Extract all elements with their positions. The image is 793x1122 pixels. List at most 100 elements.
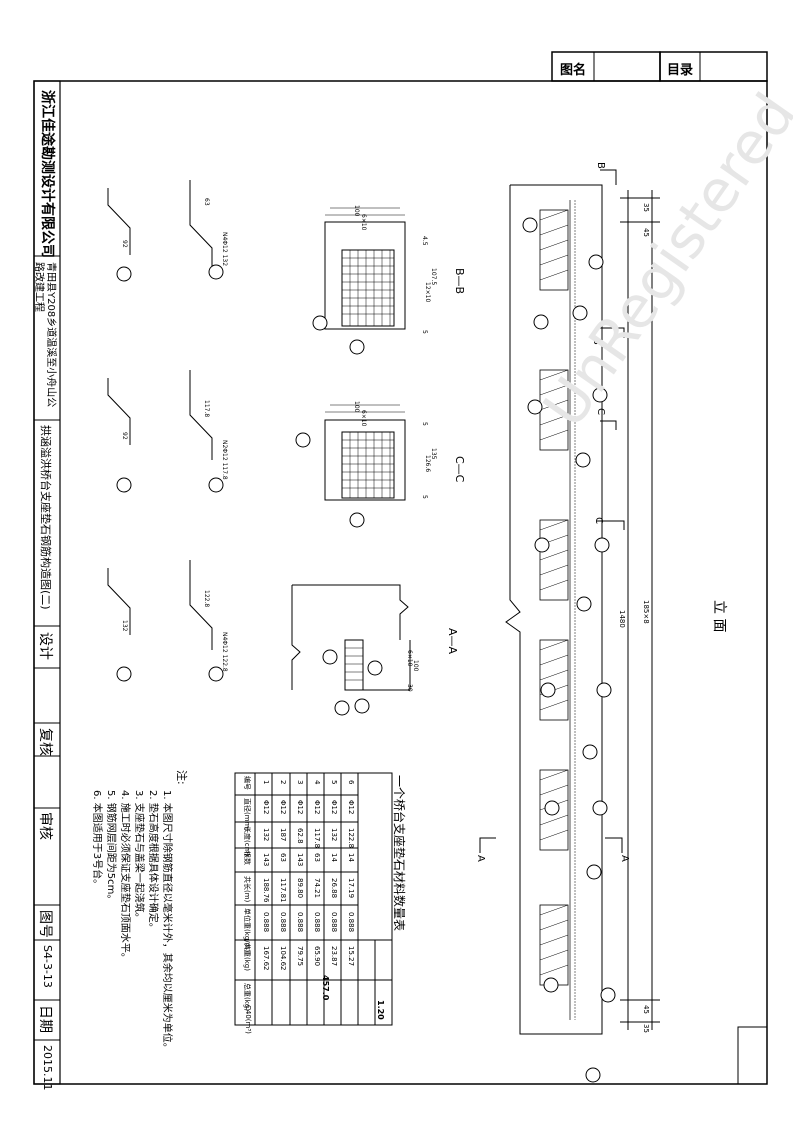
elevation-callouts (522, 217, 616, 1083)
section-aa-title: A—A (446, 628, 459, 655)
row4-dia: Φ12 (313, 800, 321, 815)
section-bb-dim-h4: 5 (421, 330, 428, 334)
table-total-weight: 457.0 (321, 975, 330, 1001)
row4-totlen: 74.21 (313, 878, 321, 899)
row4-no: 4 (313, 780, 321, 785)
cut-mark-c2: C (593, 517, 604, 524)
row4-wt: 65.90 (313, 946, 321, 967)
note-5: 5. 钢筋网层间距为5cm。 (105, 790, 116, 905)
row3-count: 143 (296, 853, 304, 867)
row6-unitwt: 0.888 (347, 912, 355, 933)
row3-wt: 79.75 (296, 946, 304, 967)
row1-wt: 167.62 (262, 946, 270, 971)
elevation-dim-bottom: 45 (642, 1005, 650, 1014)
row6-no: 6 (347, 780, 355, 785)
table-header-totlen: 共长(m) (243, 876, 251, 903)
section-bb-dim-h2: 12×10 (424, 282, 431, 303)
drawing-name-label: 图名 (560, 63, 587, 78)
section-aa-dim-h: 30 (406, 684, 413, 692)
table-header-no: 编号 (243, 776, 251, 790)
elevation-dim-bottom2: 35 (642, 1024, 650, 1033)
row4-len: 117.8 (313, 828, 321, 849)
section-cc-dim-h4: 5 (421, 495, 428, 499)
row3-no: 3 (296, 780, 304, 785)
row3-unitwt: 0.888 (296, 912, 304, 933)
drawing-no-label: 图号 (37, 910, 53, 938)
drawing-title: 拱涵溢洪桥台支座垫石钢筋构造图(二) (39, 425, 52, 610)
elevation-dim-spacing: 185×8 (642, 600, 650, 624)
row2-count: 63 (279, 853, 287, 862)
bar2-dim-a: 117.8 (203, 400, 210, 418)
bar5-dim-b: 132 (121, 620, 128, 632)
row5-totlen: 26.88 (330, 878, 338, 899)
note-2: 2. 垫石高度根据具体设计确定。 (147, 790, 158, 933)
note-4: 4. 施工时必须保证支座垫石顶面水平。 (119, 790, 130, 963)
bar-shape-callouts (116, 264, 224, 682)
section-cc-title: C—C (453, 456, 466, 483)
row2-len: 187 (279, 828, 287, 842)
catalog-label: 目录 (667, 63, 694, 78)
section-cc-dim-top: 100 (353, 401, 360, 413)
row2-totlen: 117.81 (279, 878, 287, 903)
section-cc-dim-h3: 5 (421, 422, 428, 426)
row5-len: 132 (330, 828, 338, 842)
cut-mark-a1: A (475, 855, 486, 862)
section-callouts (295, 315, 383, 716)
row6-len: 122.8 (347, 828, 355, 849)
section-cc-dim-mesh: 6×10 (360, 410, 367, 427)
row5-no: 5 (330, 780, 338, 785)
elevation-title: 立 面 (711, 600, 727, 633)
row4-unitwt: 0.888 (313, 912, 321, 933)
row1-no: 1 (262, 780, 270, 785)
date-label: 日期 (37, 1005, 53, 1033)
date-value: 2015.11 (41, 1045, 54, 1091)
drawing-no: S4-3-13 (41, 945, 54, 988)
row6-count: 14 (347, 853, 355, 862)
project-name: 青田县Y208乡道温溪至小舟山公路改建工程 (33, 262, 56, 408)
section-bb-dim-h1: 107.5 (430, 268, 437, 286)
elevation-dim-top: 35 (642, 203, 650, 212)
row2-wt: 104.62 (279, 946, 287, 971)
section-cc (324, 419, 406, 501)
table-header-count: 根数 (243, 851, 251, 865)
notes-title: 注: (175, 770, 188, 785)
table-c40: 1.20 (376, 1000, 385, 1020)
elevation-dim-total: 1480 (618, 610, 626, 628)
table-header-wt: 共重(kg) (243, 943, 251, 971)
bar5-note: N4Φ12 122.8 (221, 632, 228, 672)
bar2-dim-b: 92 (121, 432, 128, 440)
bar2-note: N2Φ12 117.8 (221, 440, 228, 480)
section-bb-dim-h3: 4.5 (421, 236, 428, 246)
section-bb-dim-mesh: 6×10 (360, 214, 367, 231)
row1-count: 143 (262, 853, 270, 867)
row1-totlen: 188.76 (262, 878, 270, 903)
cut-mark-b1: B (595, 162, 606, 169)
section-bb-dim-top: 100 (353, 205, 360, 217)
row6-wt: 15.27 (347, 946, 355, 967)
bar1-dim-a: 63 (203, 198, 210, 206)
bar5-dim-a: 122.8 (203, 590, 210, 608)
row5-wt: 23.87 (330, 946, 338, 967)
quantity-table-grid (234, 772, 393, 1026)
row5-dia: Φ12 (330, 800, 338, 815)
elevation-view (479, 169, 660, 1035)
row2-no: 2 (279, 780, 287, 785)
section-cc-dim-h2: 126.6 (424, 455, 431, 473)
row1-len: 132 (262, 828, 270, 842)
row5-unitwt: 0.888 (330, 912, 338, 933)
review-label: 审核 (37, 812, 53, 840)
section-bb (324, 221, 406, 330)
row5-count: 14 (330, 853, 338, 862)
row2-dia: Φ12 (279, 800, 287, 815)
row6-dia: Φ12 (347, 800, 355, 815)
row6-totlen: 17.19 (347, 878, 355, 899)
row4-count: 63 (313, 853, 321, 862)
check-label: 复核 (37, 728, 53, 756)
row1-dia: Φ12 (262, 800, 270, 815)
row3-dia: Φ12 (296, 800, 304, 815)
table-title: 一个桥台支座垫石材料数量表 (392, 775, 406, 932)
note-3: 3. 支座垫石与盖梁一起浇筑。 (133, 790, 144, 923)
row2-unitwt: 0.888 (279, 912, 287, 933)
bar1-note: N4Φ12 132 (221, 232, 228, 267)
